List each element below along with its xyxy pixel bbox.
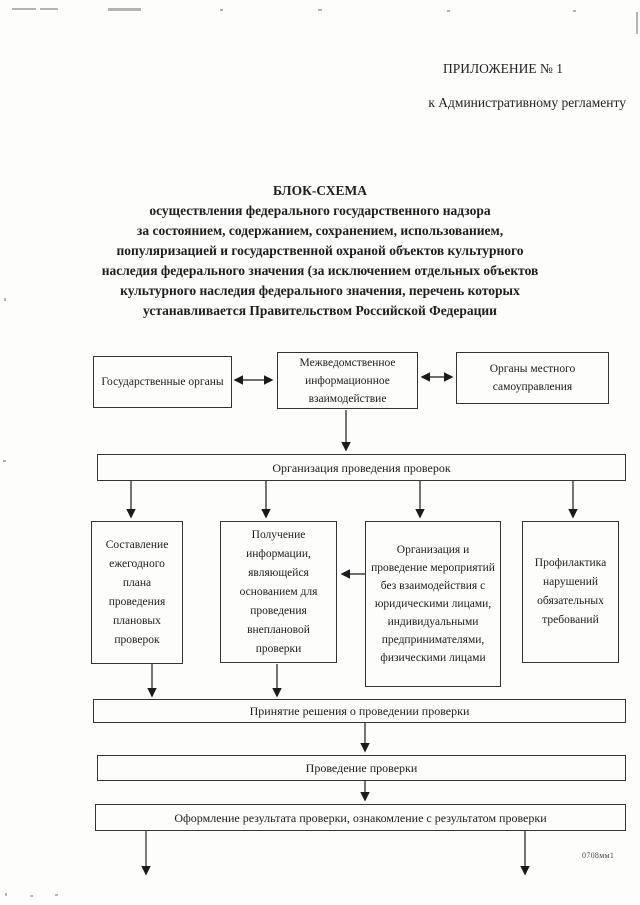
scan-artifact [573, 10, 576, 12]
title-line: популяризацией и государственной охраной… [116, 243, 524, 258]
title-line: осуществления федерального государственн… [149, 203, 491, 218]
flow-box-violation-prevention: Профилактика нарушений обязательных треб… [522, 521, 619, 663]
title-line: культурного наследия федерального значен… [120, 283, 520, 298]
regulation-reference: к Административному регламенту [428, 95, 626, 110]
scan-artifact [12, 8, 36, 10]
scan-artifact [3, 460, 6, 462]
flow-box-no-interaction-events: Организация и проведение мероприятий без… [365, 521, 501, 687]
flow-box-inspection: Проведение проверки [97, 755, 626, 781]
scan-artifact [318, 9, 322, 11]
flow-box-unscheduled-info: Получение информации, являющейся основан… [220, 521, 337, 663]
scan-artifact [5, 893, 7, 896]
scan-artifact [447, 10, 450, 12]
title-line: устанавливается Правительством Российско… [143, 303, 497, 318]
scan-artifact [40, 8, 58, 10]
flow-box-government-bodies: Государственные органы [93, 356, 232, 408]
flow-box-organize-inspections: Организация проведения проверок [97, 454, 626, 481]
document-code: 0708мм1 [582, 851, 615, 860]
appendix-label: ПРИЛОЖЕНИЕ № 1 [442, 61, 563, 76]
flow-box-local-government: Органы местного самоуправления [456, 352, 609, 404]
flow-box-decision: Принятие решения о проведении проверки [93, 699, 626, 723]
scan-artifact [30, 895, 33, 897]
scan-artifact [55, 894, 58, 896]
title-line: за состоянием, содержанием, сохранением,… [136, 223, 504, 238]
flow-box-interagency-interaction: Межведомственное информационное взаимоде… [277, 352, 418, 409]
title-line: наследия федерального значения (за исклю… [101, 263, 539, 278]
flow-box-annual-plan: Составление ежегодного плана проведения … [91, 521, 183, 664]
scan-artifact [4, 298, 6, 301]
title-heading: БЛОК-СХЕМА [272, 183, 368, 198]
scan-artifact [220, 9, 223, 11]
title-block: БЛОК-СХЕМА осуществления федерального го… [0, 181, 640, 321]
scan-artifact [636, 12, 638, 34]
flow-box-result: Оформление результата проверки, ознакомл… [95, 804, 626, 831]
scan-artifact [108, 8, 141, 11]
